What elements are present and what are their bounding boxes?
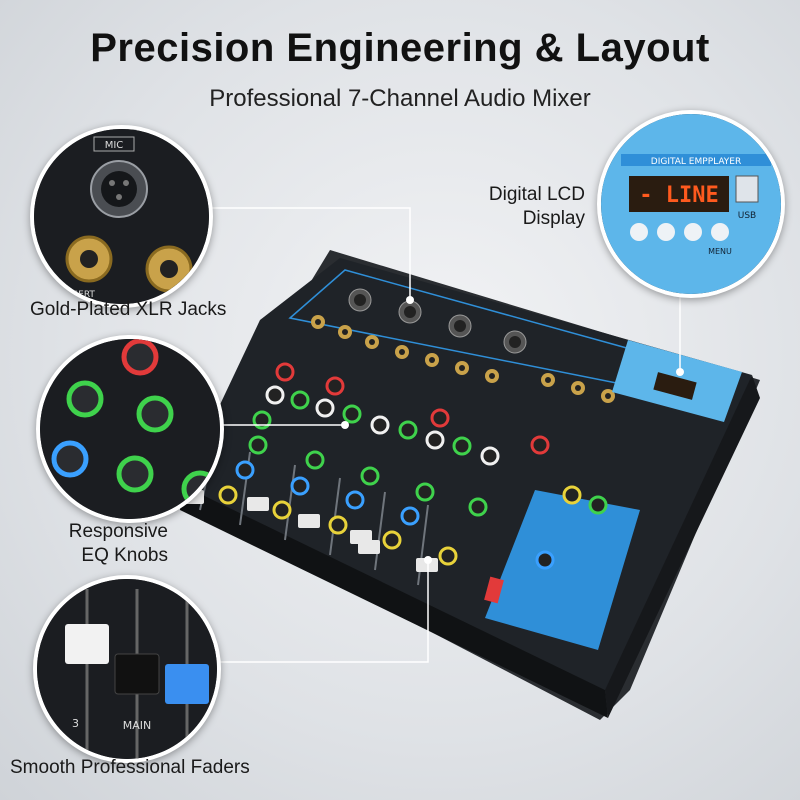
knob-row-blue	[235, 460, 420, 526]
callout-faders: Smooth Professional Faders	[10, 757, 250, 778]
device-lcd-screen	[653, 372, 697, 400]
knob-row-yellow	[218, 485, 458, 566]
knob-row-green	[248, 390, 488, 517]
callout-eq-line1: Responsive	[68, 521, 168, 542]
xlr-sockets	[348, 288, 527, 354]
lcd-screen	[629, 176, 729, 212]
closeup-knob-green-1	[66, 380, 104, 418]
closeup-knob-green-2	[136, 395, 174, 433]
callout-eq-line2: EQ Knobs	[81, 545, 168, 566]
xlr-closeup-circle: MIC INSERT	[30, 125, 213, 308]
eq-knobs	[218, 362, 608, 570]
fader-caps	[182, 490, 438, 572]
callout-lines	[205, 207, 681, 663]
knob-row-white	[265, 385, 500, 466]
closeup-knob-green-3	[116, 455, 154, 493]
xlr-closeup-art: MIC INSERT	[34, 129, 209, 304]
lcd-closeup-art: DIGITAL EMPPLAYER - LINE USB MENU	[601, 114, 781, 294]
lcd-readout: - LINE	[639, 183, 718, 208]
fader-closeup-art: 3 MAIN	[37, 579, 217, 759]
master-section	[485, 490, 640, 650]
eq-closeup-circle	[36, 335, 224, 523]
mixer-right-edge	[605, 375, 760, 718]
knob-row-master	[535, 485, 608, 570]
callout-xlr-jacks: Gold-Plated XLR Jacks	[30, 299, 227, 320]
knob-row-red	[275, 362, 550, 455]
master-fader-red	[484, 576, 504, 604]
player-button-play	[684, 223, 702, 241]
fader-cap-black	[114, 653, 160, 695]
player-button-next	[657, 223, 675, 241]
main-label: MAIN	[123, 719, 152, 732]
callout-lcd-line2: Display	[522, 208, 585, 229]
mic-label: MIC	[105, 140, 124, 151]
closeup-knob-blue	[51, 440, 89, 478]
fader-cap-white	[65, 624, 109, 664]
page-subtitle: Professional 7-Channel Audio Mixer	[209, 85, 591, 112]
closeup-knob-red	[121, 339, 159, 376]
lcd-closeup-circle: DIGITAL EMPPLAYER - LINE USB MENU	[597, 110, 785, 298]
page-title: Precision Engineering & Layout	[90, 26, 710, 70]
mixer-front-edge	[180, 485, 608, 718]
fader-channel-label: 3	[72, 717, 79, 730]
fader-cap-blue	[165, 664, 209, 704]
fader-closeup-circle: 3 MAIN	[33, 575, 221, 763]
player-button-menu	[711, 223, 729, 241]
lcd-panel-label: DIGITAL EMPPLAYER	[651, 157, 741, 167]
callout-dots	[341, 296, 684, 564]
input-jacks	[311, 315, 615, 403]
callout-lcd-line1: Digital LCD	[488, 184, 585, 205]
player-button-prev	[630, 223, 648, 241]
eq-closeup-art	[40, 339, 220, 519]
menu-label: MENU	[708, 247, 732, 256]
usb-port	[735, 175, 759, 203]
usb-label: USB	[738, 211, 756, 221]
